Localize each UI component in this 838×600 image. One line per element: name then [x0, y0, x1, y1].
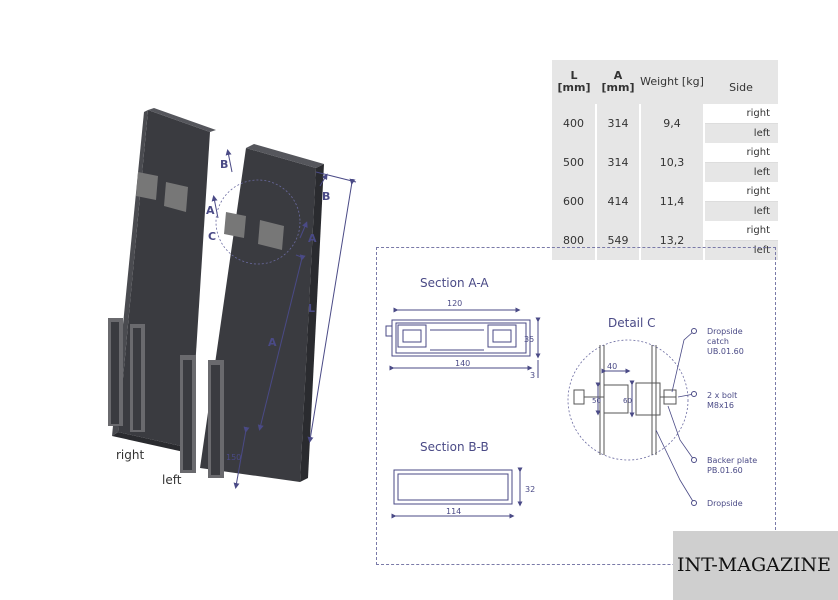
- section-bb-title: Section B-B: [420, 440, 489, 454]
- cell-a: 314: [596, 143, 641, 182]
- label-left: left: [162, 473, 182, 487]
- dim-bb-right: 32: [525, 485, 535, 494]
- detail-box: [376, 247, 776, 565]
- header-a: A [mm]: [596, 60, 640, 104]
- marker-a-right: A: [308, 232, 317, 245]
- dim-aa-right: 35: [524, 335, 534, 344]
- table-row: 800 549 13,2 right: [552, 221, 778, 260]
- stake-right: [108, 108, 216, 452]
- cell-a: 314: [596, 104, 641, 143]
- cell-l: 500: [552, 143, 597, 182]
- callout-bolt: 2 x bolt M8x16: [707, 391, 740, 410]
- dimension-lines: [233, 171, 357, 489]
- cell-side: left: [704, 240, 778, 260]
- dim-c-left-h: 50: [592, 397, 601, 405]
- label-right: right: [116, 448, 144, 462]
- cell-side: right: [704, 104, 778, 124]
- dim-bb-bottom: 114: [446, 507, 461, 516]
- marker-b-right: B: [322, 190, 330, 203]
- bracket-left-1: [224, 212, 246, 238]
- section-aa-title: Section A-A: [420, 276, 489, 290]
- spec-table: L [mm] A [mm] Weight [kg] Side 400 314 9…: [552, 60, 778, 260]
- dim-aa-right-small: 3: [530, 371, 535, 380]
- cell-side: right: [704, 221, 778, 241]
- cell-a: 549: [596, 221, 641, 260]
- cell-side: left: [704, 201, 778, 221]
- bracket-left-2: [258, 220, 284, 250]
- detail-c: Detail C 40 50 60: [567, 316, 760, 508]
- marker-c: C: [208, 230, 216, 243]
- cell-a: 414: [596, 182, 641, 221]
- marker-a-dim: A: [268, 336, 277, 349]
- cell-side: right: [704, 143, 778, 163]
- dim-150: 150: [226, 453, 241, 462]
- cell-weight: 10,3: [640, 143, 705, 182]
- section-aa: Section A-A 120 140 35 3: [385, 276, 541, 380]
- table-row: 500 314 10,3 right: [552, 143, 778, 182]
- header-side: Side: [704, 60, 778, 104]
- marker-l: L: [308, 302, 315, 315]
- cell-weight: 9,4: [640, 104, 705, 143]
- bracket-right-2: [164, 182, 188, 212]
- cell-l: 400: [552, 104, 597, 143]
- header-weight: Weight [kg]: [640, 60, 704, 104]
- section-bb: Section B-B 114 32: [391, 440, 535, 519]
- cell-side: right: [704, 182, 778, 202]
- detail-c-title: Detail C: [608, 316, 656, 330]
- table-row: 400 314 9,4 right: [552, 104, 778, 143]
- watermark: INT-MAGAZINE: [673, 531, 838, 600]
- callout-dropside-catch: Dropside catch UB.01.60: [707, 327, 745, 356]
- callout-dropside: Dropside: [707, 499, 743, 508]
- dim-c-right-h: 60: [623, 397, 632, 405]
- dim-aa-top: 120: [447, 299, 462, 308]
- cell-side: left: [704, 162, 778, 182]
- cell-weight: 13,2: [640, 221, 705, 260]
- cell-l: 600: [552, 182, 597, 221]
- marker-b-left: B: [220, 158, 228, 171]
- dim-aa-bottom: 140: [455, 359, 470, 368]
- bracket-right-1: [136, 172, 158, 200]
- cell-side: left: [704, 123, 778, 143]
- marker-a-left: A: [206, 204, 215, 217]
- cell-l: 800: [552, 221, 597, 260]
- dim-c-width: 40: [607, 362, 617, 371]
- table-row: 600 414 11,4 right: [552, 182, 778, 221]
- callout-backer-plate: Backer plate PB.01.60: [707, 456, 760, 475]
- header-l: L [mm]: [552, 60, 596, 104]
- cell-weight: 11,4: [640, 182, 705, 221]
